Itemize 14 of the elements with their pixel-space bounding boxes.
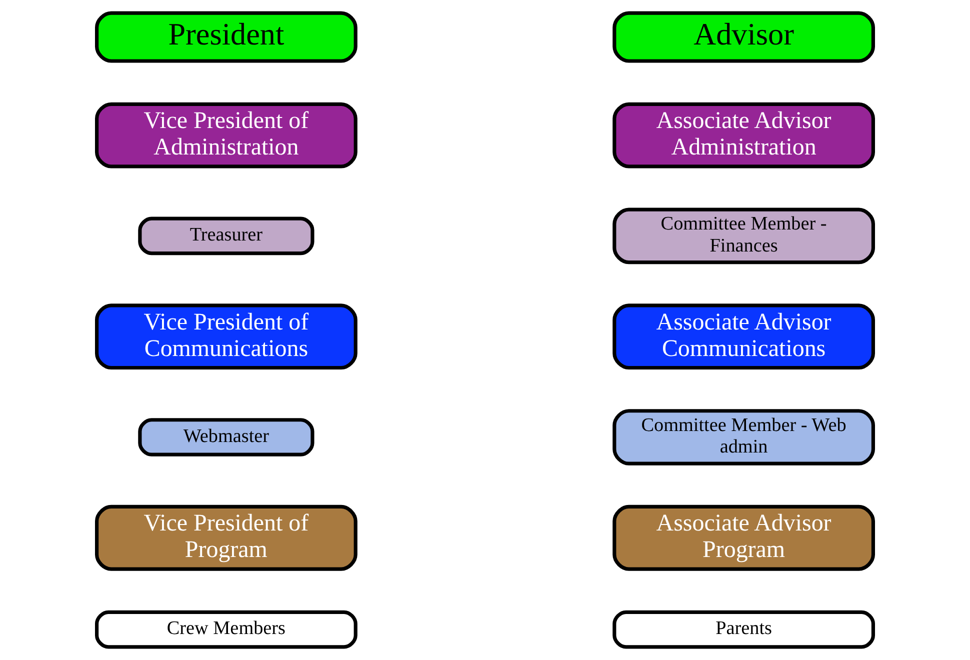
node-box: Parents [612,610,875,649]
node-box: Associate Advisor Administration [612,102,875,168]
node-box: Vice President of Communications [95,304,358,370]
node-box: Webmaster [138,418,314,456]
node-box: Treasurer [138,216,314,256]
node-box: Vice President of Program [95,504,358,571]
node-box: Committee Member - Web admin [612,409,875,466]
node-box: President [95,11,358,63]
node-box: Associate Advisor Program [612,504,875,571]
node-box: Committee Member - Finances [612,208,875,264]
node-box: Vice President of Administration [95,102,358,168]
node-box: Advisor [612,11,875,63]
node-box: Associate Advisor Communications [612,304,875,370]
node-box: Crew Members [95,610,358,649]
